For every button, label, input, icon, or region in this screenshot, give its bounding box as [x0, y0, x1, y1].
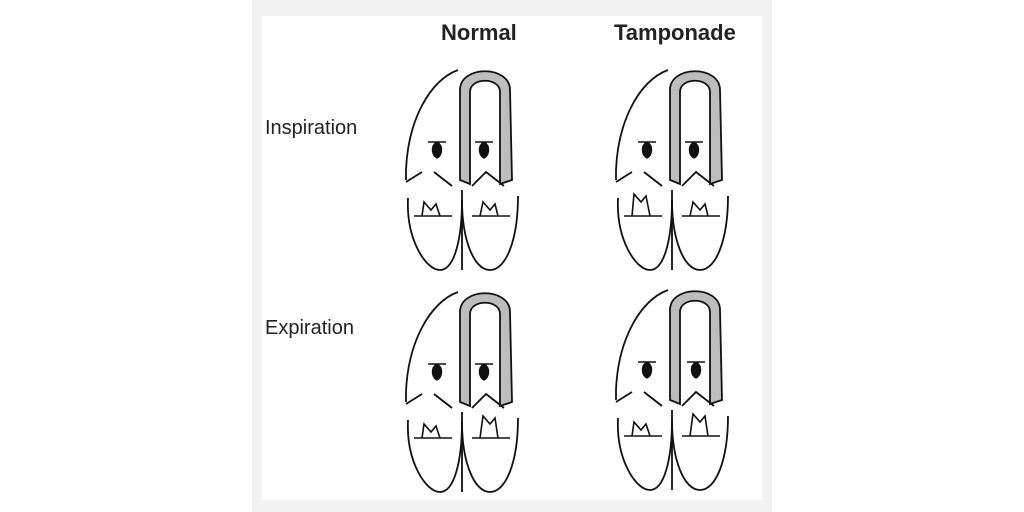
mitral-leaflet: [687, 361, 705, 379]
mitral-inflow-mark: [472, 414, 510, 439]
left-ventricle: [461, 195, 519, 271]
left-av-junction: [471, 392, 505, 409]
right-ventricle: [407, 419, 463, 493]
right-ventricle: [617, 417, 673, 491]
mitral-leaflet: [475, 141, 493, 159]
right-av-junction: [405, 171, 453, 187]
pericardium-band: [669, 290, 723, 406]
mitral-inflow-mark: [682, 412, 720, 437]
heart-tamponade-expiration: [615, 289, 729, 491]
row-label-expiration: Expiration: [265, 317, 354, 339]
heart-normal-expiration: [405, 291, 519, 493]
heart-tamponade-inspiration: [615, 69, 729, 271]
mitral-leaflet: [475, 363, 493, 381]
pericardium-band: [459, 292, 513, 408]
column-label-normal: Normal: [441, 20, 517, 45]
right-ventricle: [407, 197, 463, 271]
right-heart-outline: [615, 289, 669, 400]
left-ventricle: [671, 415, 729, 491]
tricuspid-inflow-mark: [414, 422, 452, 439]
mitral-leaflet: [685, 141, 703, 159]
column-label-tamponade: Tamponade: [614, 20, 736, 45]
left-av-junction: [681, 170, 715, 187]
tricuspid-leaflet: [638, 361, 656, 379]
pericardium-band: [669, 70, 723, 186]
tricuspid-inflow-mark: [624, 192, 662, 217]
right-ventricle: [617, 197, 673, 271]
tricuspid-leaflet: [428, 363, 446, 381]
tricuspid-inflow-mark: [624, 420, 662, 437]
tricuspid-leaflet: [638, 141, 656, 159]
right-heart-outline: [405, 291, 459, 402]
pericardium-band: [459, 70, 513, 186]
right-heart-outline: [615, 69, 669, 180]
tricuspid-leaflet: [428, 141, 446, 159]
right-av-junction: [615, 171, 663, 187]
left-ventricle: [671, 195, 729, 271]
tricuspid-inflow-mark: [414, 200, 452, 217]
left-ventricle: [461, 417, 519, 493]
mitral-inflow-mark: [682, 200, 720, 217]
right-heart-outline: [405, 69, 459, 180]
right-av-junction: [615, 391, 663, 407]
row-label-inspiration: Inspiration: [265, 117, 358, 139]
right-av-junction: [405, 393, 453, 409]
mitral-inflow-mark: [472, 200, 510, 217]
heart-normal-inspiration: [405, 69, 519, 271]
left-av-junction: [681, 390, 715, 407]
left-av-junction: [471, 170, 505, 187]
